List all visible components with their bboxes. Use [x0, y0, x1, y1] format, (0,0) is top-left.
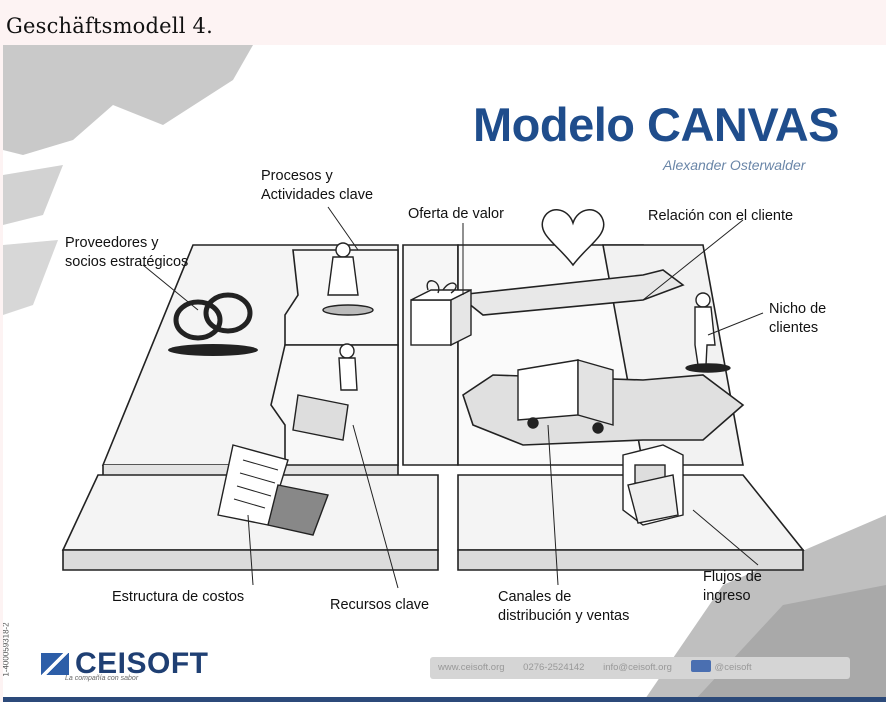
heart-icon	[541, 209, 605, 267]
customer-icon	[685, 292, 731, 373]
footer-social[interactable]: @ceisoft	[714, 662, 752, 673]
bg-shape-top-left	[3, 45, 253, 155]
truck-icon	[517, 359, 614, 434]
logo-name: CEISOFT	[75, 647, 209, 680]
bg-shape-left	[3, 165, 63, 225]
label-canales: Canales de distribución y ventas	[498, 589, 630, 624]
leader-lines	[142, 206, 764, 589]
label-recursos: Recursos clave	[330, 597, 430, 613]
footer-website[interactable]: www.ceisoft.org	[438, 662, 505, 673]
label-relacion: Relación con el cliente	[648, 208, 794, 224]
page-caption: Geschäftsmodell 4.	[6, 14, 213, 38]
logo-slogan: La compañía con sabor	[65, 675, 139, 682]
worker-icon	[322, 242, 374, 316]
social-icon	[690, 660, 711, 672]
ceisoft-logo: CEISOFT	[41, 647, 209, 681]
footer-contact-bar: www.ceisoft.org 0276-2524142 info@ceisof…	[430, 657, 850, 679]
logo-mark-icon	[41, 653, 69, 675]
rings-icon	[168, 292, 258, 356]
canvas-bottom	[61, 474, 805, 571]
bg-shape-left-mid	[3, 240, 58, 315]
label-estructura: Estructura de costos	[112, 589, 245, 605]
warehouse-worker-icon	[292, 343, 358, 441]
footer-email[interactable]: info@ceisoft.org	[603, 662, 672, 673]
canvas-slide: Modelo CANVAS Alexander Osterwalder Proc…	[3, 45, 886, 702]
footer-phone: 0276-2524142	[523, 662, 585, 673]
label-flujos: Flujos de ingreso	[703, 569, 762, 604]
side-id: 1-400059318-2	[3, 622, 11, 677]
canvas-drawing	[3, 45, 886, 702]
label-oferta: Oferta de valor	[408, 206, 504, 222]
label-proveedores: Proveedores y socios estratégicos	[65, 235, 189, 270]
label-nicho: Nicho de clientes	[769, 301, 827, 336]
gift-icon	[410, 280, 472, 347]
bottom-bar	[3, 697, 886, 702]
cash-register-icon	[622, 444, 684, 526]
label-procesos: Procesos y Actividades clave	[261, 168, 374, 203]
slide-title: Modelo CANVAS	[473, 98, 840, 151]
slide-author: Alexander Osterwalder	[663, 157, 806, 173]
document-icon	[217, 444, 329, 536]
